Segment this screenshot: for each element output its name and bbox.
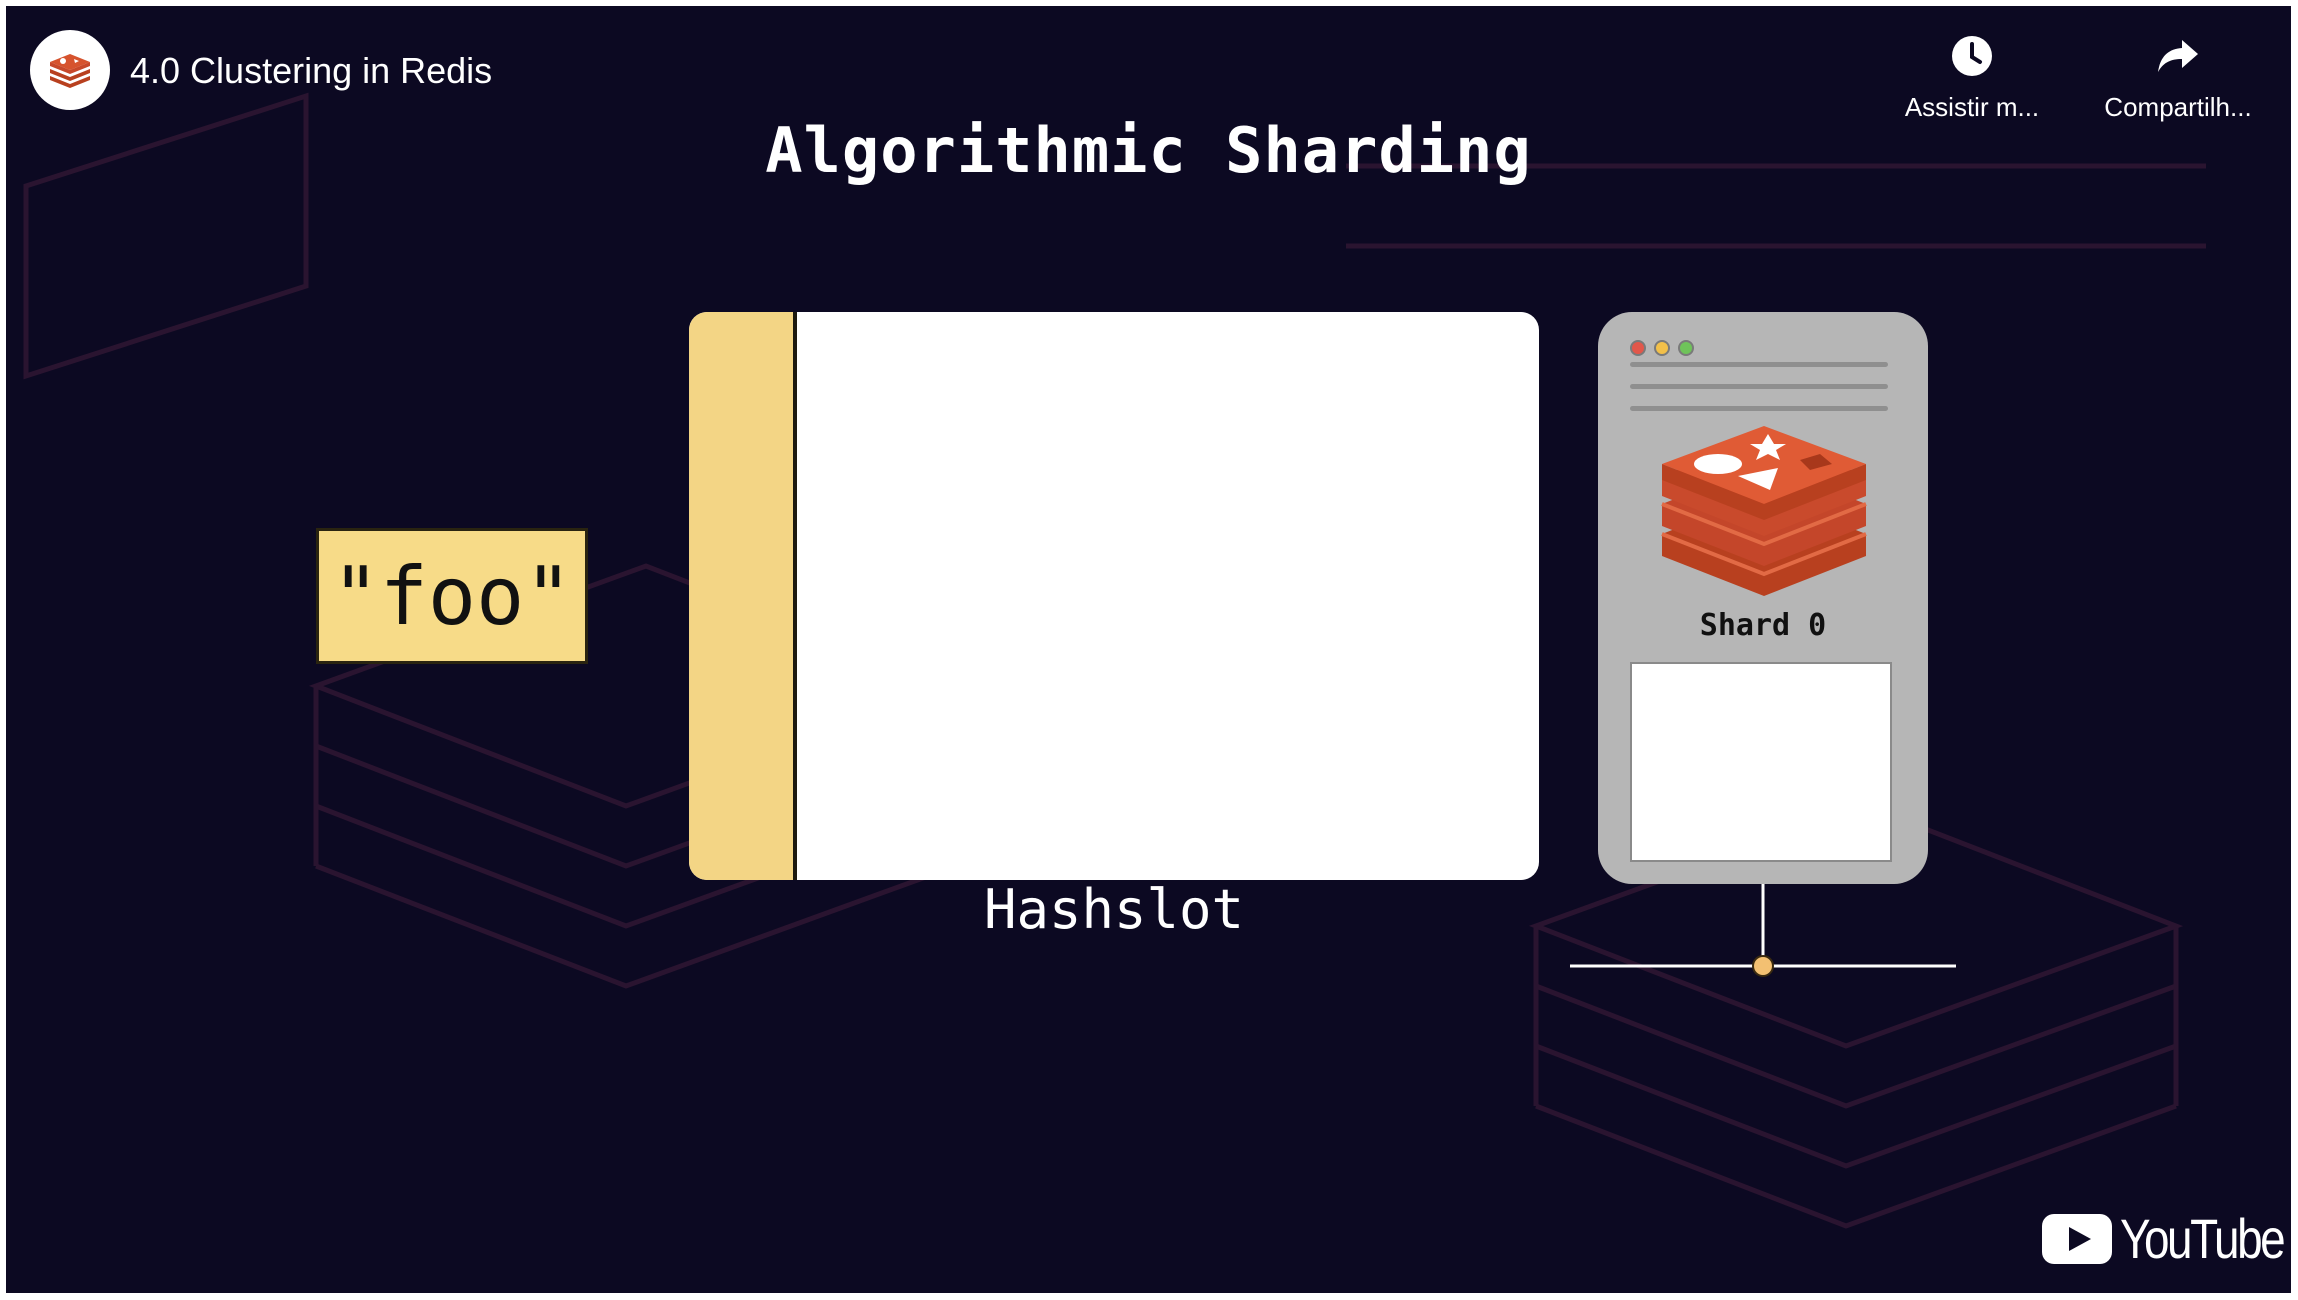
key-box: "foo": [316, 528, 588, 664]
watch-later-button[interactable]: Assistir m...: [1872, 34, 2072, 123]
clock-icon: [1952, 36, 1992, 76]
window-line: [1630, 362, 1888, 367]
hashslot-panel: [689, 312, 1539, 880]
shard-card: Shard 0: [1598, 312, 1928, 884]
window-minimize-dot: [1654, 340, 1670, 356]
share-arrow-icon: [2158, 40, 2198, 72]
redis-logo-icon: [50, 54, 90, 88]
video-player[interactable]: 4.0 Clustering in Redis Assistir m... Co…: [6, 6, 2291, 1293]
share-label: Compartilh...: [2104, 92, 2252, 122]
slide-title: Algorithmic Sharding: [765, 114, 1532, 187]
window-line: [1630, 406, 1888, 411]
redis-logo-icon: [1661, 426, 1867, 596]
youtube-logo[interactable]: YouTube: [2042, 1206, 2291, 1271]
hashslot-label: Hashslot: [983, 878, 1245, 941]
window-maximize-dot: [1678, 340, 1694, 356]
shard-label: Shard 0: [1699, 608, 1827, 643]
hashslot-segment: [689, 312, 797, 880]
youtube-logo-text: YouTube: [2120, 1207, 2286, 1270]
video-title[interactable]: 4.0 Clustering in Redis: [130, 50, 493, 91]
window-close-dot: [1630, 340, 1646, 356]
youtube-play-icon: [2042, 1213, 2112, 1264]
shard-slot-box: [1630, 662, 1892, 862]
channel-avatar[interactable]: [30, 30, 110, 110]
window-line: [1630, 384, 1888, 389]
watch-later-label: Assistir m...: [1904, 92, 2040, 122]
share-button[interactable]: Compartilh...: [2078, 34, 2278, 123]
